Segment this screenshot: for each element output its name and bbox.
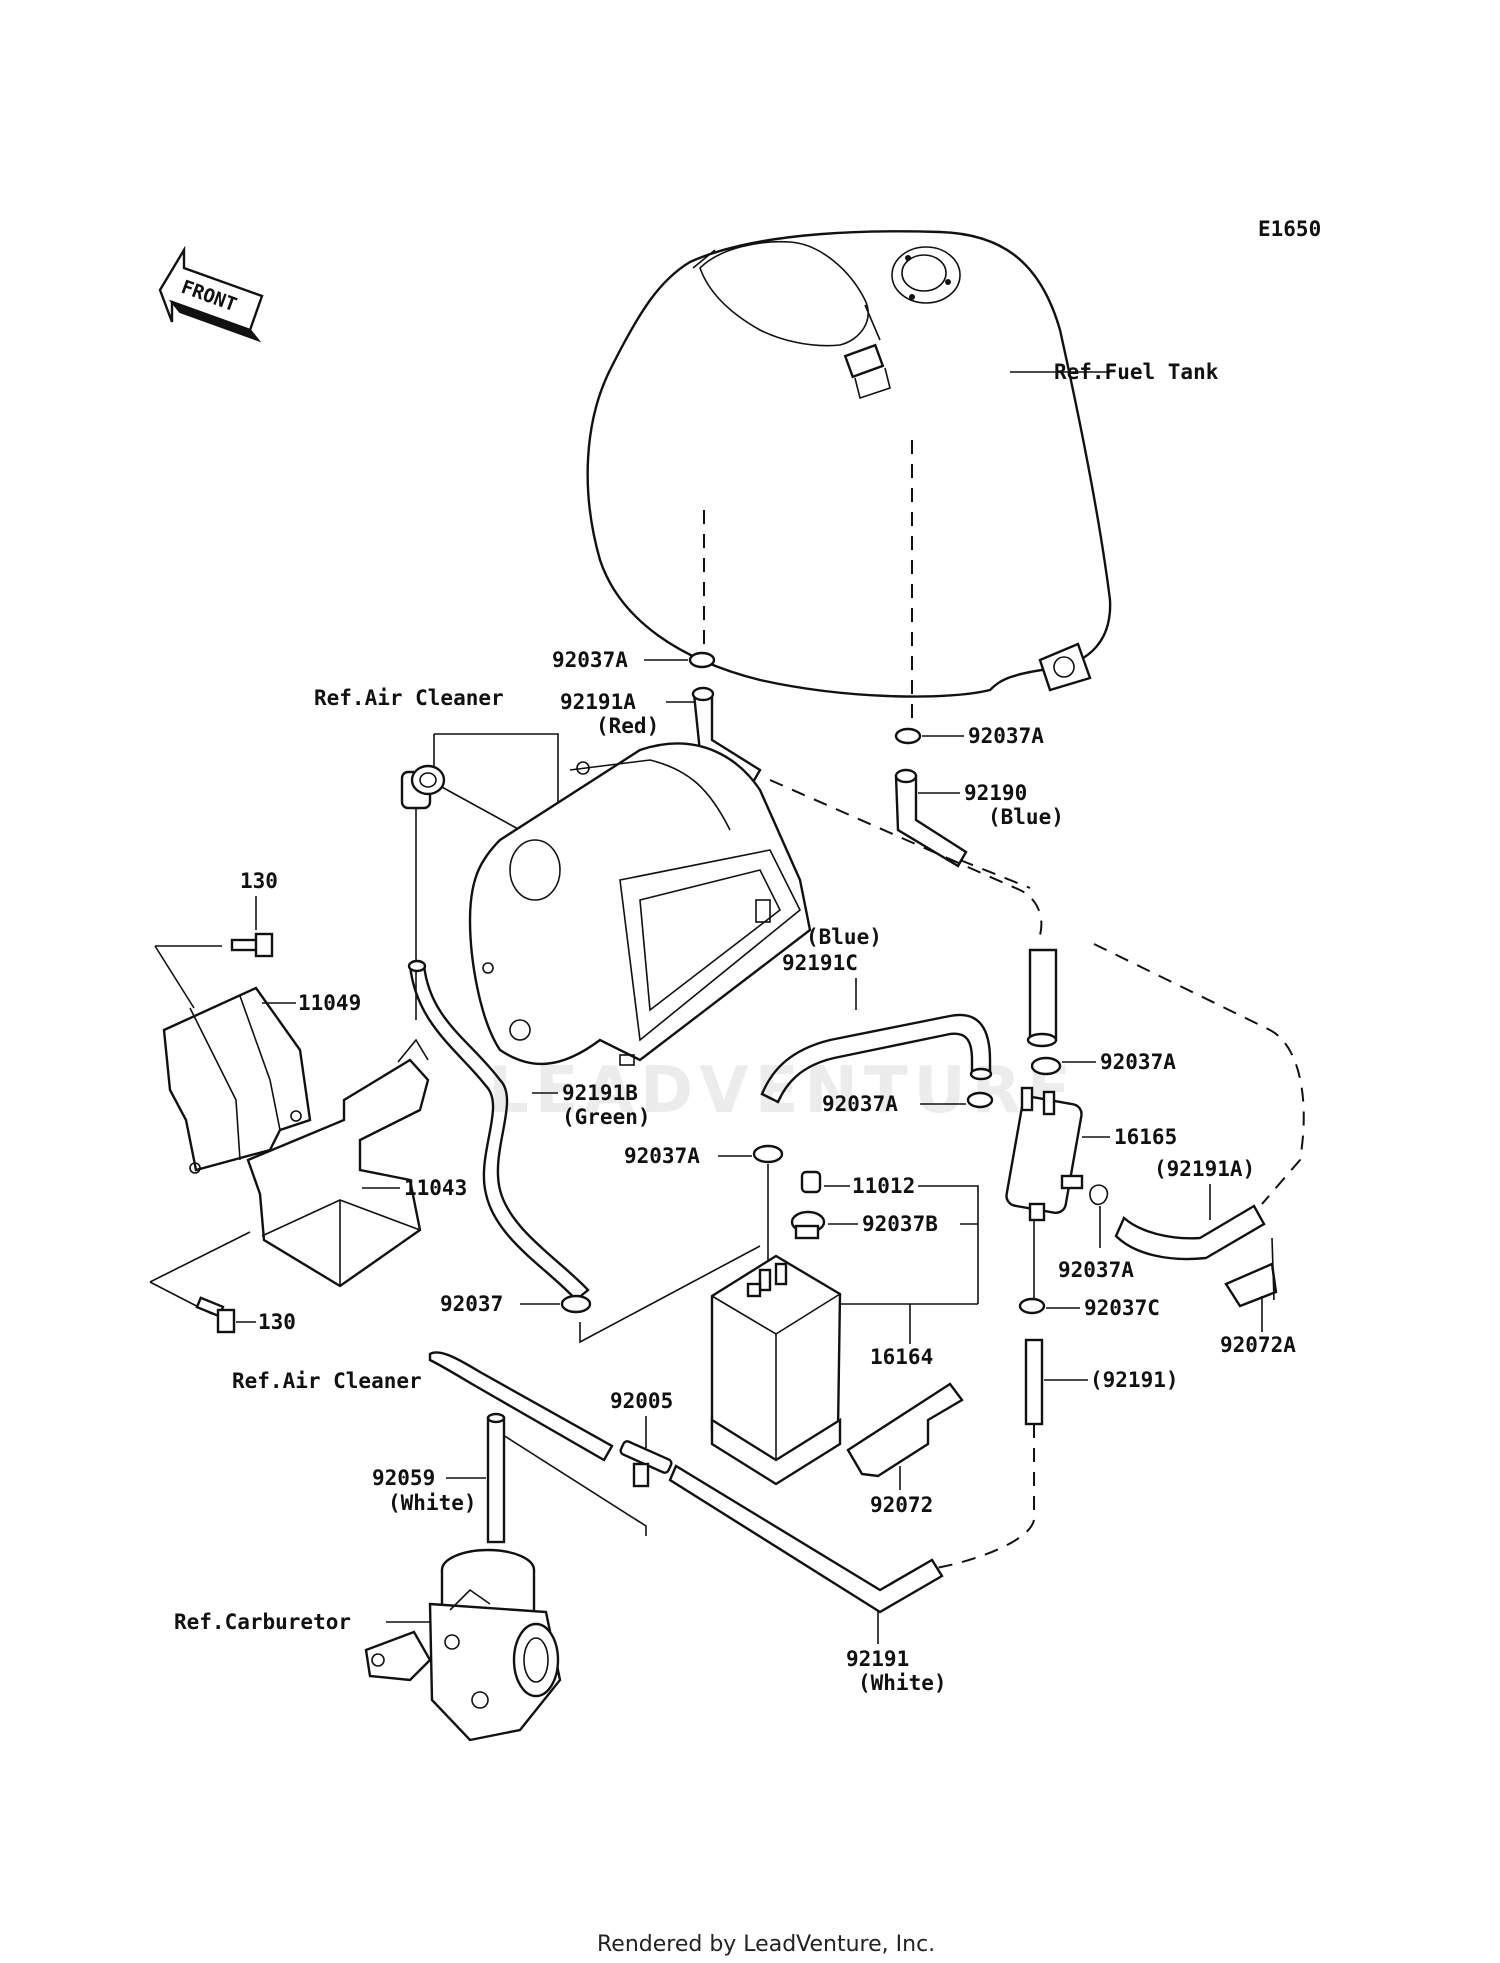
route-dash-blue: [959, 859, 1031, 889]
tray-11043-icon: [246, 1038, 430, 1288]
label-92191c: 92191C: [782, 951, 858, 975]
filter-16165-icon: [1005, 1086, 1084, 1222]
route-dash-bottom: [935, 1424, 1035, 1569]
clamp-92037b-icon: [790, 1210, 826, 1240]
ref-air-cleaner-top-label: Ref.Air Cleaner: [314, 686, 504, 710]
leader-11012-bracket: [918, 1185, 979, 1304]
fuel-tank-icon: [586, 230, 1112, 698]
carburetor-icon: [364, 1548, 562, 1742]
diagram-code: E1650: [1258, 217, 1321, 241]
hose-92191b-green-icon: [408, 963, 590, 1302]
label-92037b: 92037B: [862, 1212, 938, 1236]
ref-fuel-tank-label: Ref.Fuel Tank: [1054, 360, 1219, 384]
hose-air-cleaner-icon: [428, 1351, 614, 1462]
bolt-130-top-icon: [230, 932, 274, 958]
route-dash-far-right: [1093, 943, 1305, 1205]
leader-130-bottom-a: [149, 1231, 251, 1283]
label-92037a-1: 92037A: [552, 648, 628, 672]
hose-92059-white-icon: [486, 1416, 506, 1544]
route-dash-red: [769, 779, 1043, 936]
leader-92005-bottom: [491, 1427, 647, 1536]
clamp-92037a-5-icon: [752, 1144, 784, 1164]
label-92191-color: (White): [858, 1671, 947, 1695]
label-92191b-color: (Green): [562, 1105, 651, 1129]
label-92059: 92059: [372, 1466, 435, 1490]
clamp-92037a-1-icon: [688, 651, 716, 669]
canister-16164-icon: [710, 1254, 842, 1486]
hose-stub-right-icon: [1028, 948, 1058, 1042]
label-92191a: 92191A: [560, 690, 636, 714]
label-16164: 16164: [870, 1345, 933, 1369]
label-92191: 92191: [846, 1647, 909, 1671]
label-92191a-paren: (92191A): [1154, 1157, 1255, 1181]
label-92059-color: (White): [388, 1491, 477, 1515]
tee-fitting-92005-icon: [619, 1440, 673, 1488]
strap-92072a-icon: [1224, 1262, 1278, 1308]
label-11043: 11043: [404, 1176, 467, 1200]
label-11012: 11012: [852, 1174, 915, 1198]
clamp-92037a-3-icon: [966, 1091, 994, 1109]
label-92037a-3: 92037A: [822, 1092, 898, 1116]
hose-92191-short-icon: [1024, 1338, 1044, 1426]
elbow-fitting-icon: [400, 764, 446, 810]
ref-air-cleaner-bottom-label: Ref.Air Cleaner: [232, 1369, 422, 1393]
hose-92191-white-icon: [668, 1464, 944, 1614]
ref-carburetor-label: Ref.Carburetor: [174, 1610, 351, 1634]
cap-11012-icon: [800, 1170, 822, 1194]
label-92190-color: (Blue): [988, 805, 1064, 829]
label-92190: 92190: [964, 781, 1027, 805]
label-92037c: 92037C: [1084, 1296, 1160, 1320]
clamp-92037a-2-icon: [894, 727, 922, 745]
footer-credit: Rendered by LeadVenture, Inc.: [597, 1932, 935, 1957]
label-92005: 92005: [610, 1389, 673, 1413]
strap-92072-icon: [846, 1382, 964, 1478]
label-92072a: 92072A: [1220, 1333, 1296, 1357]
hose-92191c-blue-icon: [760, 1013, 992, 1104]
leader-92037-route: [579, 1245, 761, 1344]
clamp-92037-icon: [560, 1294, 592, 1314]
clamp-92037a-6-icon: [1089, 1184, 1109, 1206]
label-92037a-5: 92037A: [624, 1144, 700, 1168]
label-92191a-color: (Red): [596, 714, 659, 738]
leader-air-cleaner-elbow: [439, 785, 521, 831]
air-cleaner-icon: [468, 742, 812, 1066]
label-92191c-color: (Blue): [806, 925, 882, 949]
leader-bracket-diag: [154, 945, 195, 1009]
label-16165: 16165: [1114, 1125, 1177, 1149]
label-92037: 92037: [440, 1292, 503, 1316]
clamp-92037a-4-icon: [1030, 1056, 1062, 1076]
label-11049: 11049: [298, 991, 361, 1015]
label-92037a-2: 92037A: [968, 724, 1044, 748]
label-130-top: 130: [240, 869, 278, 893]
hose-92191a-right-icon: [1114, 1204, 1266, 1261]
bolt-130-bottom-icon: [195, 1296, 236, 1334]
clamp-92037c-icon: [1018, 1297, 1046, 1315]
front-arrow-icon: FRONT: [158, 245, 264, 343]
label-130-bottom: 130: [258, 1310, 296, 1334]
hose-92190-blue-icon: [894, 774, 968, 868]
bracket-11049-icon: [162, 986, 312, 1174]
label-92072: 92072: [870, 1493, 933, 1517]
label-92037a-4: 92037A: [1100, 1050, 1176, 1074]
label-92191-paren: (92191): [1090, 1368, 1179, 1392]
label-92037a-6: 92037A: [1058, 1258, 1134, 1282]
label-92191b: 92191B: [562, 1081, 638, 1105]
